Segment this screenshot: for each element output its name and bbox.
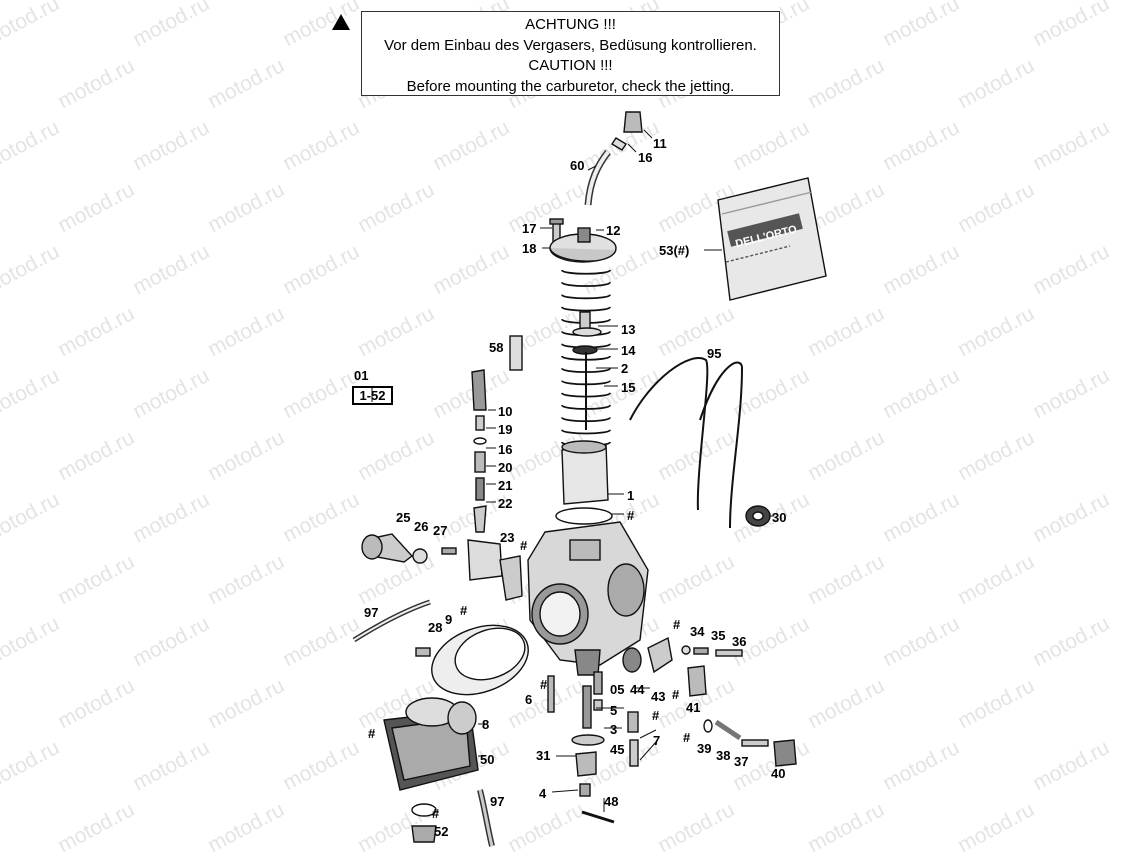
part-label: # <box>368 726 376 741</box>
part-label: 58 <box>489 340 504 355</box>
part-label: 41 <box>686 700 701 715</box>
part-label: 16 <box>498 442 513 457</box>
part-label: 15 <box>621 380 636 395</box>
part-label: 12 <box>606 223 621 238</box>
part-label: 28 <box>428 620 443 635</box>
part-label: 14 <box>621 343 636 358</box>
overflow-hose-2 <box>477 789 495 847</box>
jet-stack <box>471 369 487 533</box>
reference-range-box: 1-52 <box>352 386 393 405</box>
tube <box>509 335 523 371</box>
part-label: 31 <box>536 748 551 763</box>
part-label: 05 <box>610 682 625 697</box>
float-bowl <box>383 697 479 791</box>
warning-line-2: Vor dem Einbau des Vergasers, Bedüsung k… <box>384 36 757 54</box>
part-label: 17 <box>522 221 537 236</box>
part-label: # <box>627 508 635 523</box>
part-label: 10 <box>498 404 513 419</box>
part-label: 48 <box>604 794 619 809</box>
part-label: # <box>520 538 528 553</box>
warning-line-3: CAUTION !!! <box>528 57 613 74</box>
part-label: 11 <box>653 136 667 151</box>
part-label: 39 <box>697 741 712 756</box>
part-label: 45 <box>610 742 625 757</box>
part-label: 20 <box>498 460 513 475</box>
part-label: 6 <box>525 692 533 707</box>
part-label: 4 <box>539 786 547 801</box>
part-label: 8 <box>482 717 490 732</box>
part-label: # <box>460 603 468 618</box>
warning-line-4: Before mounting the carburetor, check th… <box>406 77 735 95</box>
part-label: 13 <box>621 322 636 337</box>
leader-lines <box>371 129 774 812</box>
part-label: 40 <box>771 766 786 781</box>
part-label: 38 <box>716 748 731 763</box>
part-label: 97 <box>490 794 505 809</box>
part-label: 53(#) <box>659 243 690 258</box>
rubber-cap <box>745 505 771 527</box>
part-label: 25 <box>396 510 411 525</box>
part-label: 22 <box>498 496 513 511</box>
needle-parts <box>572 311 602 430</box>
part-label: 50 <box>480 752 495 767</box>
part-label: 1 <box>627 488 635 503</box>
part-label: # <box>683 730 691 745</box>
part-label: 52 <box>434 824 449 839</box>
part-label: 5 <box>610 703 618 718</box>
part-label: 60 <box>570 158 585 173</box>
part-label: 30 <box>772 510 787 525</box>
warning-triangle-icon <box>332 14 350 30</box>
idle-adjuster <box>361 533 523 601</box>
drain-plug <box>411 803 437 843</box>
cables <box>629 357 744 529</box>
part-label: # <box>673 617 681 632</box>
warning-box: ACHTUNG !!! Vor dem Einbau des Vergasers… <box>361 11 780 96</box>
carburetor-body <box>527 521 649 676</box>
choke-parts <box>622 636 673 767</box>
part-label: 34 <box>690 624 705 639</box>
jet-kit-bag: DELL'ORTO <box>717 177 827 301</box>
part-label: 95 <box>707 346 722 361</box>
part-label: 23 <box>500 530 515 545</box>
part-label: 19 <box>498 422 513 437</box>
top-fitting <box>584 111 643 206</box>
part-label: 97 <box>364 605 379 620</box>
main-jet-parts <box>547 671 615 824</box>
part-label: 26 <box>414 519 429 534</box>
part-label: 2 <box>621 361 629 376</box>
warning-line-1: ACHTUNG !!! <box>525 16 616 33</box>
part-label: 7 <box>653 733 661 748</box>
part-label: 21 <box>498 478 513 493</box>
part-label: 37 <box>734 754 749 769</box>
overflow-hose-1 <box>352 599 431 643</box>
part-label: 44 <box>630 682 645 697</box>
part-label: # <box>432 806 440 821</box>
reference-code: 01 <box>354 368 369 383</box>
part-label: 35 <box>711 628 726 643</box>
right-side-parts <box>681 645 797 767</box>
part-label: 18 <box>522 241 537 256</box>
part-label: # <box>540 677 548 692</box>
part-label: 36 <box>732 634 747 649</box>
part-label: 3 <box>610 722 618 737</box>
throttle-slide <box>555 440 613 525</box>
part-label: # <box>672 687 680 702</box>
part-label: 27 <box>433 523 448 538</box>
air-screen <box>415 624 529 696</box>
part-label: 16 <box>638 150 653 165</box>
part-label: 9 <box>445 612 453 627</box>
part-label: 43 <box>651 689 666 704</box>
part-label: # <box>652 708 660 723</box>
